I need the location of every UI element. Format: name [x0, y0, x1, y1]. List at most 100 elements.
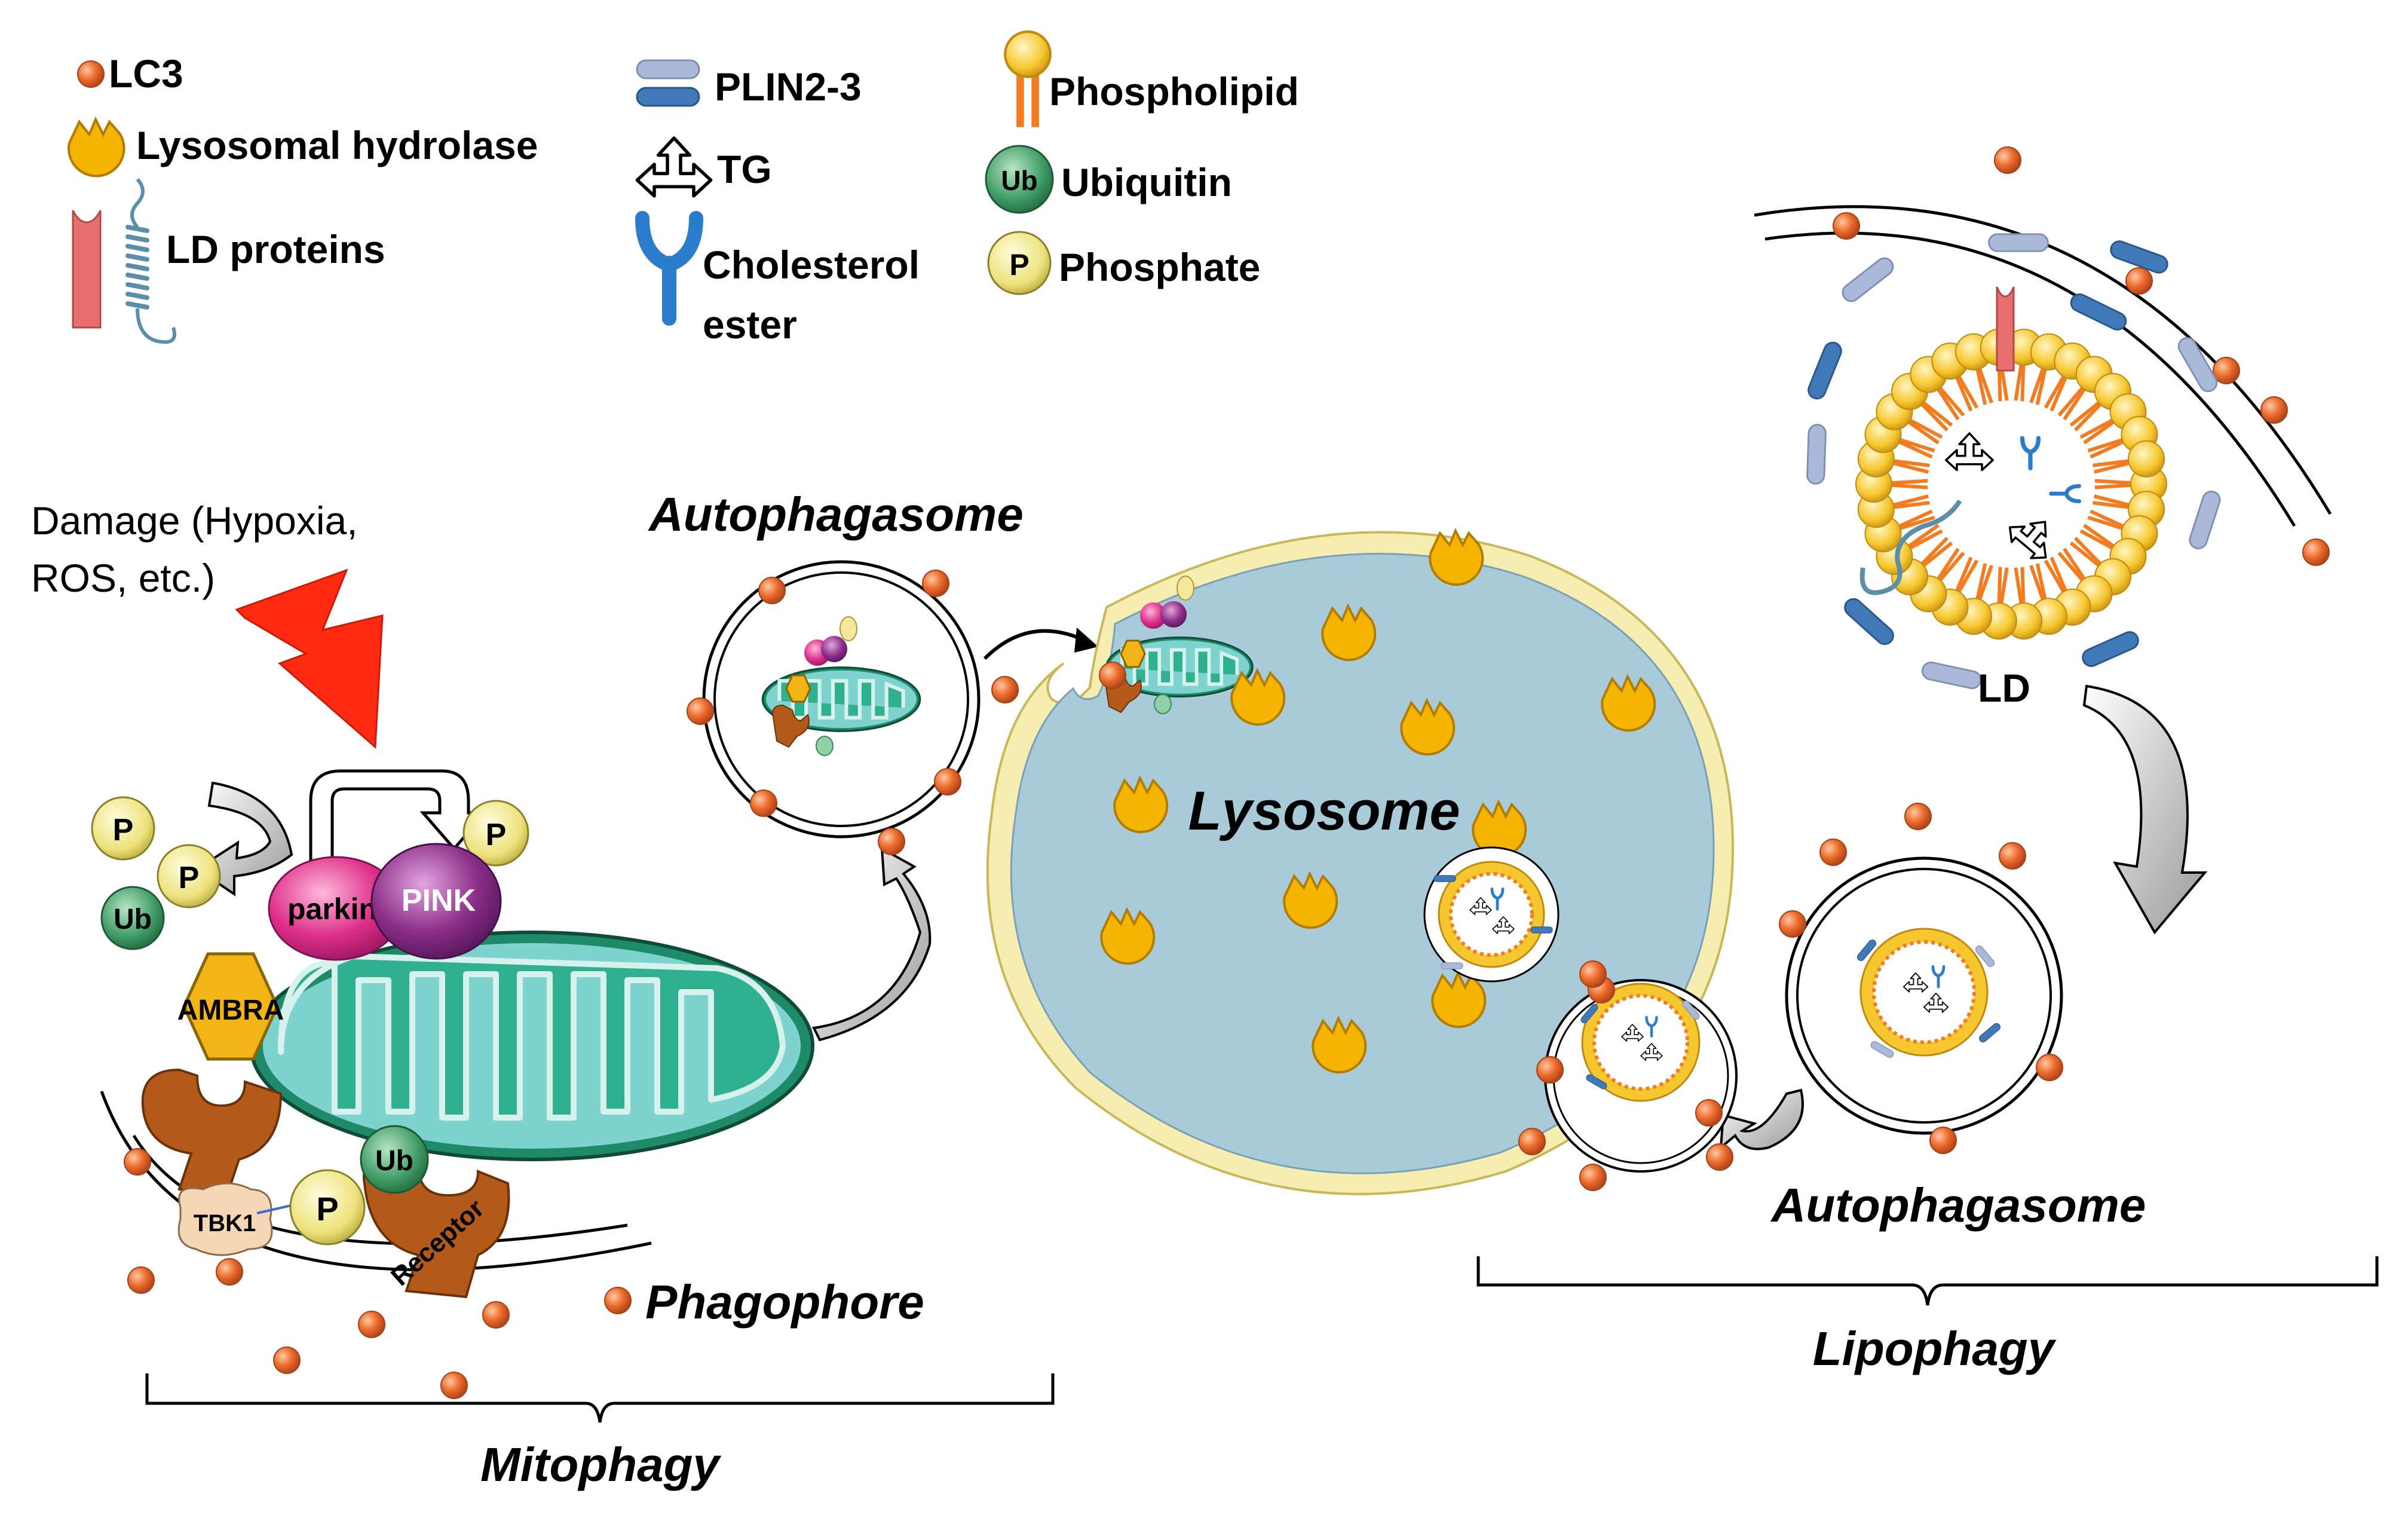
lc3-icon: [750, 790, 777, 817]
tbk1-protein: [177, 1182, 273, 1256]
plin-dark-icon: [636, 87, 700, 107]
tbk1-label: TBK1: [194, 1210, 256, 1237]
lc3-icon: [1579, 960, 1607, 988]
phosphate-icon: [987, 231, 1052, 295]
ld-protein-icon: [72, 178, 176, 344]
legend-ld-proteins: LD proteins: [72, 178, 385, 344]
ambra-label: AMBRA: [177, 994, 284, 1026]
plin-icon: [1805, 339, 1845, 402]
phosphate-icon-text: P: [1009, 248, 1029, 281]
lipophagy-label: Lipophagy: [1813, 1322, 2057, 1375]
lc3-icon: [1706, 1143, 1733, 1171]
legend-plin: PLIN2-3: [636, 59, 862, 109]
plin-icon: [1988, 233, 2049, 252]
pink-protein: [370, 843, 502, 960]
autophagosome-top-label: Autophagasome: [648, 488, 1024, 541]
autophagosome-right-label: Autophagasome: [1770, 1179, 2146, 1232]
phagophore-membrane-inner: [1764, 231, 2296, 527]
lc3-icon: [1904, 803, 1932, 830]
pink-small: [821, 636, 847, 662]
sequestration-arrow: [2082, 684, 2208, 935]
lc3-icon: [1999, 842, 2026, 870]
plin-icon: [1530, 926, 1553, 934]
lc3-icon: [124, 1148, 151, 1176]
fusion-arrow: [983, 629, 1084, 660]
lysosomal-hydrolase-icon: [69, 120, 124, 176]
lightning-icon: [235, 568, 384, 749]
plin-icon: [1838, 253, 1898, 306]
ubiquitin-icon-text: Ub: [1001, 165, 1037, 196]
phospholipid-head: [2128, 440, 2165, 478]
ambra-protein: [182, 952, 279, 1061]
parkin-label: parkin: [287, 892, 377, 926]
legend-ld-proteins-label: LD proteins: [166, 227, 385, 271]
maturation-arrow: [1719, 1088, 1804, 1150]
legend-lysosomal-hydrolase-label: Lysosomal hydrolase: [136, 123, 538, 167]
legend-lc3-label: LC3: [109, 51, 183, 96]
ubiquitin-text: Ub: [114, 904, 152, 935]
lc3-icon: [934, 768, 961, 795]
ld-protein-coil: [1859, 499, 1962, 595]
phosphate-icon: [91, 796, 155, 861]
ubiquitin-text: Ub: [375, 1145, 413, 1177]
receptor-small: [772, 704, 810, 748]
lipid-droplet: [1805, 233, 2223, 691]
legend-lc3: LC3: [77, 51, 183, 96]
lysosomal-hydrolase-icon: [1312, 1017, 1367, 1074]
lc3-icon: [273, 1347, 301, 1374]
autophagosome-ld-small: [1518, 960, 1738, 1191]
legend-phosphate-label: Phosphate: [1059, 245, 1260, 289]
legend-cholesterol-label-1: Cholesterol: [703, 243, 920, 287]
mitophagy-bracket: [145, 1373, 1055, 1423]
lysosomal-hydrolase-icon: [1429, 530, 1484, 586]
lysosomal-hydrolase-icon: [1283, 873, 1338, 929]
phosphate-text: P: [113, 813, 134, 847]
lysosome-label: Lysosome: [1188, 781, 1460, 842]
plin-icon: [1441, 962, 1463, 969]
ld-protein-icon: [1996, 286, 2015, 372]
ld-label: LD: [1978, 666, 2030, 710]
degrading-lipid-droplet: [1423, 846, 1560, 983]
lc3-icon: [2213, 357, 2240, 384]
plin-icon: [1433, 875, 1456, 882]
pink-small: [1160, 601, 1187, 628]
lc3-icon: [1994, 146, 2021, 174]
plin-icon: [1806, 423, 1827, 485]
plin-light-icon: [636, 59, 700, 79]
ambra-small: [1120, 639, 1146, 668]
lysosomal-hydrolase-icon: [1321, 605, 1377, 662]
phosphate-text: P: [316, 1190, 338, 1228]
lysosome: Lysosome: [986, 530, 1735, 1195]
legend-tg: TG: [637, 138, 772, 196]
lc3-icon: [1833, 212, 1860, 240]
phagophore-label: Phagophore: [645, 1275, 924, 1329]
lc3-icon: [1695, 1099, 1723, 1127]
ubiquitination-arrow: [195, 781, 293, 896]
lc3-icon: [1779, 910, 1806, 938]
lipophagy-bracket: [1476, 1256, 2379, 1306]
lysosomal-hydrolase-icon: [1601, 675, 1656, 732]
legend-cholesterol-label-2: ester: [703, 302, 797, 347]
lysosomal-hydrolase-icon: [1113, 777, 1169, 834]
legend-phospholipid-label: Phospholipid: [1049, 69, 1299, 114]
lc3-icon: [1929, 1127, 1957, 1154]
lc3-icon: [358, 1311, 385, 1338]
lc3-icon: [991, 676, 1019, 703]
legend: LC3 Lysosomal hydrolase LD proteins PLIN…: [69, 32, 1299, 347]
phosphate-icon: [157, 844, 221, 908]
legend-phospholipid: Phospholipid: [1005, 32, 1299, 127]
fusion-arrowhead: [1074, 628, 1098, 653]
ubiquitin-small: [1154, 694, 1172, 714]
lysosomal-hydrolase-icon: [1100, 908, 1156, 965]
pink-label: PINK: [402, 883, 476, 918]
damage-label-2: ROS, etc.): [31, 556, 215, 600]
lc3-icon: [687, 697, 714, 725]
lc3-icon: [482, 1301, 510, 1329]
lc3-icon: [1579, 1164, 1607, 1191]
lc3-icon: [216, 1258, 243, 1286]
legend-tg-label: TG: [717, 147, 772, 191]
lc3-icon: [2260, 396, 2288, 424]
cholesterol-icon: [642, 218, 696, 319]
lc3-icon: [878, 828, 905, 855]
